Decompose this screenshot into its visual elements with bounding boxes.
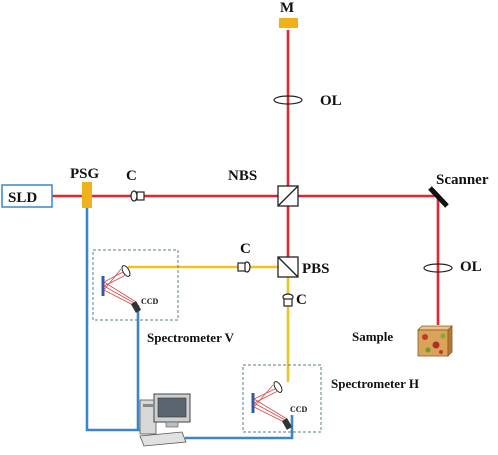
source-label: SLD: [8, 190, 37, 206]
objective-lens-right-label: OL: [460, 259, 482, 275]
computer-icon: [139, 393, 191, 447]
source-box: [1, 184, 53, 208]
polarizing-beam-splitter: [277, 256, 299, 278]
collimator-v: [237, 261, 251, 273]
cable-spectrometer-h-to-computer: [185, 415, 294, 440]
objective-lens-top: [273, 95, 303, 105]
fiber-psg-to-computer: [85, 207, 140, 432]
collimator-source-label: C: [126, 168, 137, 184]
spectrometer-v-optics: [101, 265, 142, 313]
collimator-h: [282, 293, 294, 307]
scanner-label: Scanner: [436, 172, 489, 188]
ccd-v-label: CCD: [141, 297, 159, 306]
mirror-m-label: M: [280, 0, 294, 16]
spectrometer-v-box: [92, 249, 179, 321]
ccd-h-label: CCD: [290, 405, 308, 414]
yellow-beam-paths: [128, 265, 290, 382]
red-beam-paths: [52, 30, 440, 325]
nbs-label: NBS: [228, 168, 257, 184]
psg-label: PSG: [70, 166, 100, 182]
collimator-v-label: C: [240, 241, 251, 257]
objective-lens-top-label: OL: [320, 93, 342, 109]
blue-fiber-paths: [85, 207, 294, 440]
collimator-h-label: C: [296, 292, 307, 308]
non-polarizing-beam-splitter: [277, 185, 299, 207]
mirror-m: [279, 18, 298, 28]
spectrometer-h-optics: [251, 381, 293, 430]
collimator-source: [130, 190, 145, 202]
spectrometer-h-label: Spectrometer H: [331, 376, 419, 391]
pbs-label: PBS: [302, 261, 330, 277]
scanner-mirror: [428, 186, 449, 208]
spectrometer-v-label: Spectrometer V: [147, 330, 235, 345]
sample-label: Sample: [352, 329, 393, 344]
objective-lens-right: [423, 263, 453, 273]
psg-element: [82, 182, 92, 208]
sample-block: [417, 325, 453, 357]
spectrometer-h-box: [242, 364, 322, 433]
